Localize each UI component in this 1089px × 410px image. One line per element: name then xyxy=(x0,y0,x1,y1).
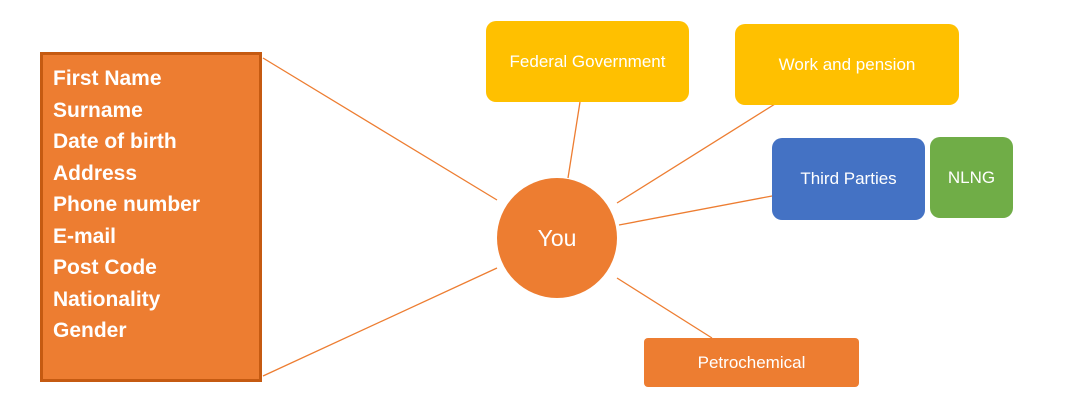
personal-info-item: Surname xyxy=(53,98,143,122)
federal-government-label: Federal Government xyxy=(509,51,666,71)
personal-info-item: Nationality xyxy=(53,287,161,311)
third-parties-node: Third Parties xyxy=(772,138,925,220)
personal-info-item: Address xyxy=(53,161,138,185)
connector-federal xyxy=(567,101,581,179)
you-node: You xyxy=(497,178,617,298)
personal-info-item: E-mail xyxy=(53,224,117,248)
connector-third xyxy=(618,195,773,226)
connector-work xyxy=(616,103,776,204)
personal-info-item: First Name xyxy=(53,67,162,90)
personal-info-item: Phone number xyxy=(53,193,201,216)
connector-info-top xyxy=(262,57,498,201)
third-parties-label: Third Parties xyxy=(800,169,897,188)
you-label: You xyxy=(537,224,577,251)
personal-info-item: Post Code xyxy=(53,256,157,279)
federal-government-node: Federal Government xyxy=(486,21,689,102)
nlng-label: NLNG xyxy=(947,167,996,187)
personal-info-item: Gender xyxy=(53,319,127,342)
work-and-pension-node: Work and pension xyxy=(735,24,959,105)
connector-petro xyxy=(616,277,713,339)
work-and-pension-label: Work and pension xyxy=(778,54,916,74)
personal-info-item: Date of birth xyxy=(53,130,177,153)
nlng-node: NLNG xyxy=(930,137,1013,218)
petrochemical-label: Petrochemical xyxy=(697,352,806,372)
petrochemical-node: Petrochemical xyxy=(644,338,859,387)
connector-info-bottom xyxy=(262,267,498,377)
